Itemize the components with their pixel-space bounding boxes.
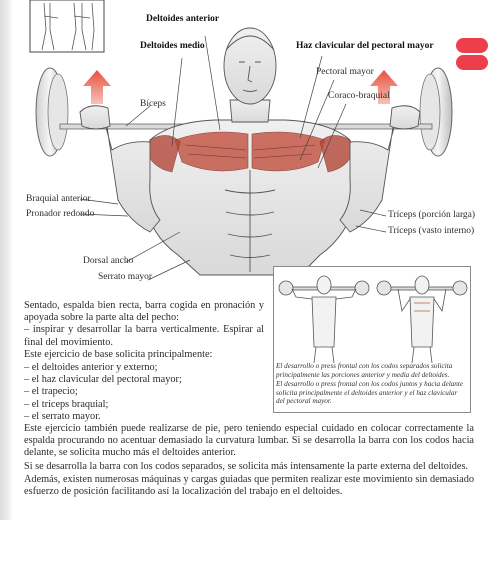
list-item: – el trapecio; [24, 386, 78, 398]
inset-caption-line: El desarrollo o press frontal con los co… [276, 362, 453, 379]
exercise-notes: Este ejercicio también puede realizarse … [24, 423, 474, 499]
label-pectoral-mayor: Pectoral mayor [316, 67, 374, 77]
label-coracobraquial: Coraco-braquial [328, 91, 390, 101]
inset-caption: El desarrollo o press frontal con los co… [276, 362, 467, 407]
inset-caption-line: El desarrollo o press frontal con los co… [276, 380, 464, 406]
weight-plate-right [419, 67, 453, 157]
note-paragraph: Si se desarrolla la barra con los codos … [24, 460, 469, 472]
label-triceps-porcion-larga: Tríceps (porción larga) [388, 210, 476, 220]
lift-direction-arrow [83, 70, 111, 104]
label-serrato-mayor: Serrato mayor [98, 272, 153, 282]
arm-left [79, 105, 161, 233]
page-binding-shadow [0, 0, 13, 520]
label-triceps-vasto-interno: Tríceps (vasto interno) [388, 226, 475, 236]
label-leader-lines [79, 35, 387, 281]
weight-plate-left [35, 67, 69, 157]
note-paragraph: Además, existen numerosas máquinas y car… [24, 473, 474, 498]
label-braquial-anterior: Braquial anterior [26, 194, 91, 204]
list-item: – el haz clavicular del pectoral mayor; [24, 374, 182, 386]
head [223, 27, 277, 123]
label-biceps: Bíceps [140, 99, 166, 109]
list-item: – el deltoides anterior y externo; [24, 362, 158, 374]
anatomical-illustration [29, 0, 453, 281]
inset-figures [278, 275, 468, 364]
label-pronador-redondo: Pronador redondo [26, 209, 95, 219]
arm-right [339, 105, 421, 233]
label-haz-clavicular: Haz clavicular del pectoral mayor [296, 41, 434, 51]
list-item: – el serrato mayor. [24, 410, 101, 422]
reference-sketch [29, 0, 105, 53]
muscles-intro: Este ejercicio de base solicita principa… [24, 348, 213, 360]
muscles-list: – el deltoides anterior y externo; – el … [24, 362, 264, 423]
section-tab-marker [456, 55, 488, 70]
section-tab-marker [456, 38, 488, 53]
exercise-description: Sentado, espalda bien recta, barra cogid… [24, 300, 264, 423]
label-deltoides-medio: Deltoides medio [140, 41, 205, 51]
description-step: – inspirar y desarrollar la barra vertic… [24, 324, 264, 348]
label-deltoides-anterior: Deltoides anterior [146, 14, 220, 24]
label-dorsal-ancho: Dorsal ancho [83, 256, 134, 266]
highlighted-muscles [145, 131, 355, 173]
inset-figures-box [273, 266, 471, 413]
list-item: – el tríceps braquial; [24, 398, 109, 410]
description-intro: Sentado, espalda bien recta, barra cogid… [24, 300, 264, 324]
note-paragraph: Este ejercicio también puede realizarse … [24, 423, 474, 459]
lift-direction-arrow [370, 70, 398, 104]
